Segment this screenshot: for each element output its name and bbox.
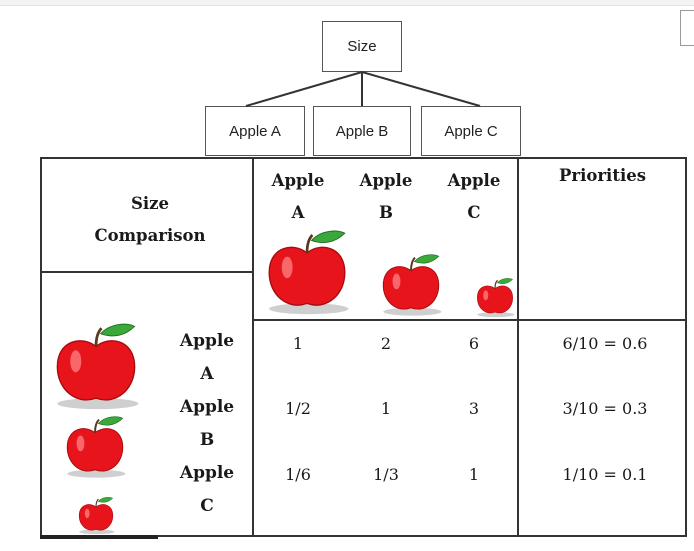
col-header-b: Apple B bbox=[356, 165, 416, 229]
apple-small-icon bbox=[78, 497, 115, 535]
row-label-c-line1: Apple bbox=[179, 463, 235, 483]
tree-edge-a bbox=[245, 71, 363, 107]
col-header-b-line1: Apple bbox=[359, 171, 413, 190]
table-border bbox=[40, 157, 687, 537]
col-header-a-line2: A bbox=[291, 203, 305, 222]
corner-label: Size Comparison bbox=[60, 188, 240, 252]
cell-c-a: 1/6 bbox=[285, 465, 311, 484]
col-header-b-line2: B bbox=[379, 203, 393, 222]
top-strip bbox=[0, 0, 694, 6]
cell-a-c: 6 bbox=[468, 334, 480, 353]
row-label-c: Apple C bbox=[170, 457, 244, 523]
corner-label-text: Size Comparison bbox=[94, 194, 206, 245]
row-label-a-line2: A bbox=[200, 364, 214, 384]
col-header-a-line1: Apple bbox=[271, 171, 325, 190]
cell-b-c: 3 bbox=[468, 399, 480, 418]
apple-medium-icon bbox=[382, 254, 442, 316]
node-apple-c-label: Apple C bbox=[444, 122, 498, 140]
cell-a-b: 2 bbox=[380, 334, 392, 353]
apple-large-icon bbox=[56, 323, 139, 410]
corner-widget[interactable] bbox=[680, 10, 694, 46]
apple-large-icon bbox=[268, 230, 349, 315]
tree-edge-c bbox=[361, 71, 481, 107]
node-size: Size bbox=[322, 21, 402, 72]
col-header-c-line1: Apple bbox=[447, 171, 501, 190]
col-header-c-line2: C bbox=[467, 203, 481, 222]
row-label-a-line1: Apple bbox=[179, 331, 235, 351]
apple-medium-icon bbox=[66, 416, 126, 478]
row-label-b: Apple B bbox=[170, 391, 244, 457]
node-size-label: Size bbox=[347, 38, 377, 55]
row-label-b-line2: B bbox=[199, 430, 215, 450]
cell-c-c: 1 bbox=[468, 465, 480, 484]
priority-b: 3/10 = 0.3 bbox=[562, 399, 648, 418]
row-label-b-line1: Apple bbox=[179, 397, 235, 417]
priority-c: 1/10 = 0.1 bbox=[562, 465, 648, 484]
row-label-a: Apple A bbox=[170, 325, 244, 391]
priorities-header: Priorities bbox=[558, 166, 646, 185]
scroll-indicator bbox=[40, 535, 158, 539]
node-apple-b-label: Apple B bbox=[335, 122, 389, 140]
cell-a-a: 1 bbox=[292, 334, 304, 353]
node-apple-b: Apple B bbox=[313, 106, 411, 156]
node-apple-c: Apple C bbox=[421, 106, 521, 156]
cell-b-b: 1 bbox=[380, 399, 392, 418]
node-apple-a-label: Apple A bbox=[229, 122, 281, 140]
row-label-c-line2: C bbox=[200, 496, 214, 516]
col-header-c: Apple C bbox=[444, 165, 504, 229]
col-header-a: Apple A bbox=[268, 165, 328, 229]
priority-a: 6/10 = 0.6 bbox=[562, 334, 648, 353]
node-apple-a: Apple A bbox=[205, 106, 305, 156]
apple-small-icon bbox=[477, 278, 515, 318]
cell-b-a: 1/2 bbox=[285, 399, 311, 418]
cell-c-b: 1/3 bbox=[373, 465, 399, 484]
